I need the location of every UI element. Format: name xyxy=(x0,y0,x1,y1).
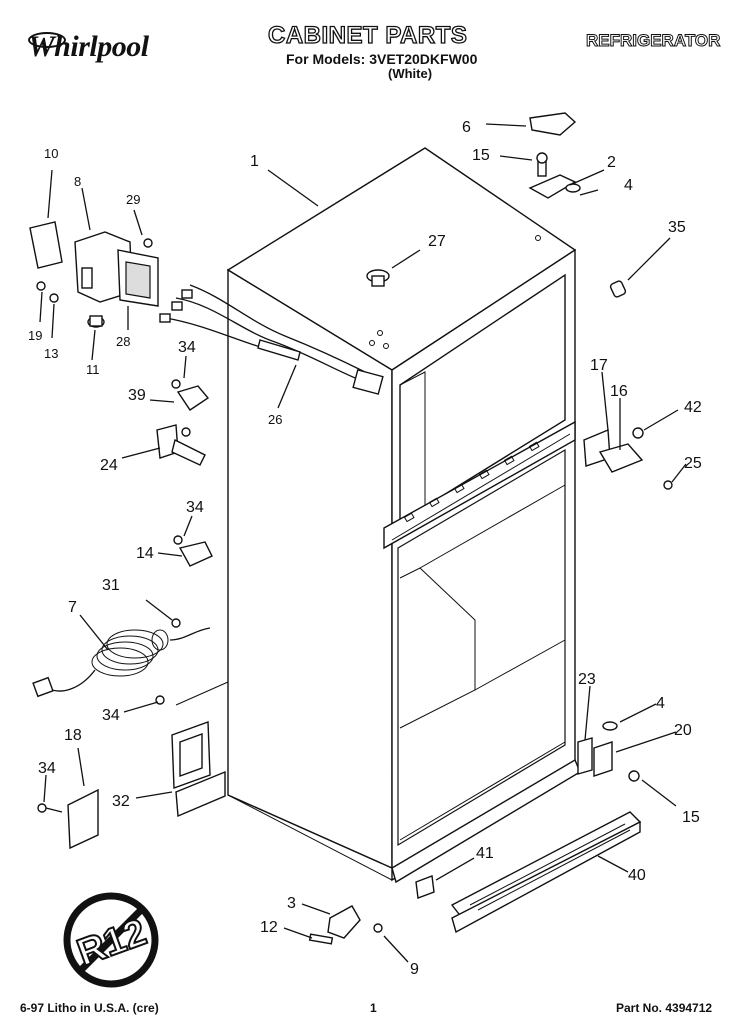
callout-26: 26 xyxy=(268,412,282,427)
category-label: REFRIGERATOR xyxy=(585,31,721,51)
callout-15-top: 15 xyxy=(472,147,490,164)
callout-12: 12 xyxy=(260,919,278,936)
callout-10: 10 xyxy=(44,146,58,161)
footer-litho: 6-97 Litho in U.S.A. (cre) xyxy=(20,1001,159,1015)
callout-23: 23 xyxy=(578,671,596,688)
model-line: For Models: 3VET20DKFW00 xyxy=(286,51,478,67)
callout-8: 8 xyxy=(74,174,81,189)
leader-lines xyxy=(39,123,687,963)
top-hinge xyxy=(528,112,581,199)
callout-3: 3 xyxy=(287,895,296,912)
callout-17: 17 xyxy=(590,357,608,374)
callout-35: 35 xyxy=(668,219,686,236)
wire-harness xyxy=(159,284,384,395)
control-assembly xyxy=(29,221,159,328)
hinge-cam xyxy=(308,905,383,945)
callout-41: 41 xyxy=(476,845,494,862)
callout-2: 2 xyxy=(607,154,616,171)
callout-34-d: 34 xyxy=(38,760,56,777)
page-title: CABINET PARTS xyxy=(267,21,468,49)
callout-labels: 1 2 3 4 4 6 7 8 9 10 11 12 13 14 15 15 1… xyxy=(28,119,702,978)
callout-42: 42 xyxy=(684,399,702,416)
plug-35 xyxy=(609,280,627,298)
callout-4-top: 4 xyxy=(624,177,633,194)
footer-part-number: Part No. 4394712 xyxy=(616,1001,713,1015)
callout-11: 11 xyxy=(86,362,100,377)
callout-27: 27 xyxy=(428,233,446,250)
panels xyxy=(37,681,229,850)
brand-swoosh-icon xyxy=(28,32,66,48)
callout-25: 25 xyxy=(684,455,702,472)
callout-18: 18 xyxy=(64,727,82,744)
brand-logo: Whirlpool xyxy=(28,30,149,63)
bottom-hinge xyxy=(577,721,640,782)
callout-31: 31 xyxy=(102,577,120,594)
variant-label: (White) xyxy=(388,66,433,81)
callout-14: 14 xyxy=(136,545,154,562)
callout-39: 39 xyxy=(128,387,146,404)
callout-34-a: 34 xyxy=(178,339,196,356)
callout-7: 7 xyxy=(68,599,77,616)
footer-page-number: 1 xyxy=(370,1001,377,1015)
callout-32: 32 xyxy=(112,793,130,810)
left-parts xyxy=(156,379,213,567)
callout-40: 40 xyxy=(628,867,646,884)
callout-28: 28 xyxy=(116,334,130,349)
plug-27 xyxy=(366,269,390,287)
callout-13: 13 xyxy=(44,346,58,361)
callout-29: 29 xyxy=(126,192,140,207)
callout-1: 1 xyxy=(250,153,259,170)
callout-4-bottom: 4 xyxy=(656,695,665,712)
r12-prohibited-badge: R12 xyxy=(63,892,159,988)
callout-19: 19 xyxy=(28,328,42,343)
callout-34-c: 34 xyxy=(102,707,120,724)
mid-hinge xyxy=(583,427,673,490)
power-cord xyxy=(32,618,211,698)
callout-34-b: 34 xyxy=(186,499,204,516)
callout-6: 6 xyxy=(462,119,471,136)
callout-24: 24 xyxy=(100,457,118,474)
callout-9: 9 xyxy=(410,961,419,978)
callout-15-bottom: 15 xyxy=(682,809,700,826)
cabinet-shell xyxy=(226,147,581,884)
base-grille xyxy=(415,811,642,934)
callout-20: 20 xyxy=(674,722,692,739)
divider-slots xyxy=(403,441,540,523)
callout-16: 16 xyxy=(610,383,628,400)
